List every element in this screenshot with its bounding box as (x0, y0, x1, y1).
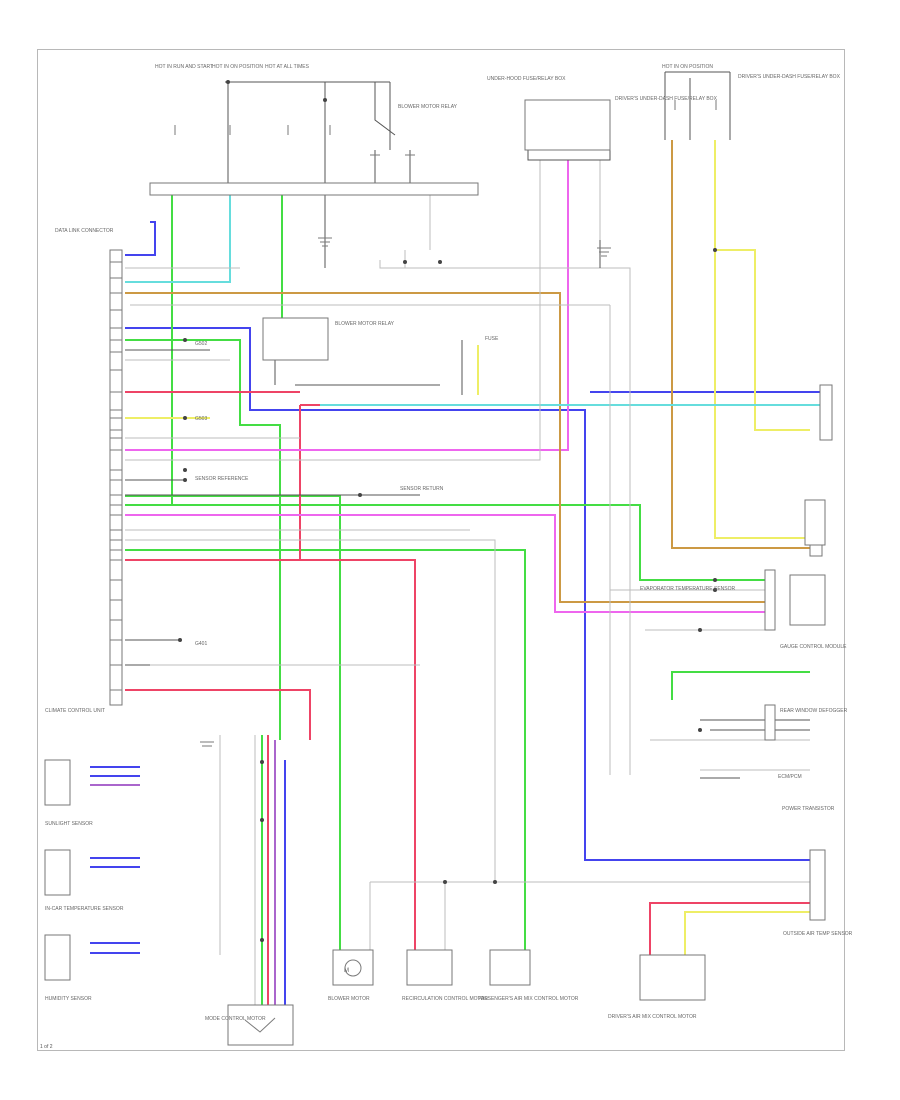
label-driver-dash: DRIVER'S UNDER-DASH FUSE/RELAY BOX (615, 96, 718, 102)
unit-pins (110, 261, 122, 691)
right-connector-2 (819, 384, 833, 441)
wire-red (125, 391, 810, 1005)
label-passenger-mix: PASSENGER'S AIR MIX CONTROL MOTOR (478, 996, 579, 1002)
wire-purple (90, 740, 276, 1005)
label-hot-on: HOT IN ON POSITION (212, 64, 263, 70)
wire-blue (90, 221, 825, 1005)
label-g401: G401 (195, 641, 207, 647)
label-blower-relay: BLOWER MOTOR RELAY (398, 104, 458, 110)
blower-motor (332, 949, 374, 986)
wire-green (125, 195, 810, 1005)
sunlight-sensor (44, 759, 71, 806)
label-recirc-motor: RECIRCULATION CONTROL MOTOR (402, 996, 488, 1002)
label-evap-switch: EVAPORATOR TEMPERATURE SENSOR (640, 586, 735, 592)
label-g502: G502 (195, 341, 207, 347)
ground-symbol (200, 237, 611, 747)
label-right-module: POWER TRANSISTOR (782, 806, 835, 812)
power-transistor (639, 954, 706, 1001)
blower-relay-box (262, 317, 329, 361)
in-car-sensor (44, 849, 71, 896)
diagram-frame (37, 49, 845, 1051)
label-underhood-fuse: UNDER-HOOD FUSE/RELAY BOX (487, 76, 566, 82)
label-ambient: OUTSIDE AIR TEMP SENSOR (783, 931, 853, 937)
right-block-b (789, 574, 826, 626)
relay-box-2 (524, 99, 611, 151)
fuse-symbol (174, 100, 717, 156)
gauge-connector (764, 569, 776, 631)
right-block-a (804, 499, 826, 546)
right-connector (809, 849, 826, 921)
label-recirc-relay: BLOWER MOTOR RELAY (335, 321, 395, 327)
label-fuse: FUSE (485, 336, 499, 342)
climate-control-unit (109, 249, 123, 706)
label-sensor-ret: SENSOR RETURN (400, 486, 444, 492)
label-blower-motor: BLOWER MOTOR (328, 996, 370, 1002)
wire-yellow (125, 140, 810, 955)
label-climate-unit: CLIMATE CONTROL UNIT (45, 708, 105, 714)
motor-symbol (344, 959, 362, 977)
wire-cyan (125, 195, 825, 406)
wire-gray (125, 160, 810, 1005)
label-sensor-ref: SENSOR REFERENCE (195, 476, 249, 482)
wire-pink (125, 160, 770, 613)
label-hot-run-start: HOT IN RUN AND START (155, 64, 213, 70)
wire-orange (125, 140, 810, 603)
label-ecm: ECM/PCM (778, 774, 802, 780)
evap-sensor (489, 949, 531, 986)
mode-motor-box (227, 1004, 294, 1046)
label-driver-dash-right: DRIVER'S UNDER-DASH FUSE/RELAY BOX (738, 74, 841, 80)
label-mode-motor: MODE CONTROL MOTOR (205, 1016, 266, 1022)
label-humidity: HUMIDITY SENSOR (45, 996, 92, 1002)
label-motor-m: M (344, 968, 349, 974)
label-hot-at-all: HOT AT ALL TIMES (265, 64, 310, 70)
label-data-link: DATA LINK CONNECTOR (55, 228, 114, 234)
humidity-sensor (44, 934, 71, 981)
label-gauge-control: GAUGE CONTROL MODULE (780, 644, 847, 650)
label-driver-mix: DRIVER'S AIR MIX CONTROL MOTOR (608, 1014, 697, 1020)
label-sunlight: SUNLIGHT SENSOR (45, 821, 93, 827)
label-rear-defog: REAR WINDOW DEFOGGER (780, 708, 848, 714)
page-label: 1 of 2 (40, 1044, 53, 1050)
recirc-motor (406, 949, 453, 986)
connector-dot (178, 80, 717, 942)
label-g503: G503 (195, 416, 207, 422)
label-in-car: IN-CAR TEMPERATURE SENSOR (45, 906, 124, 912)
underhood-fuse-box (149, 182, 479, 196)
label-hot-on-right: HOT IN ON POSITION (662, 64, 713, 70)
power-transistor-box (764, 704, 776, 741)
